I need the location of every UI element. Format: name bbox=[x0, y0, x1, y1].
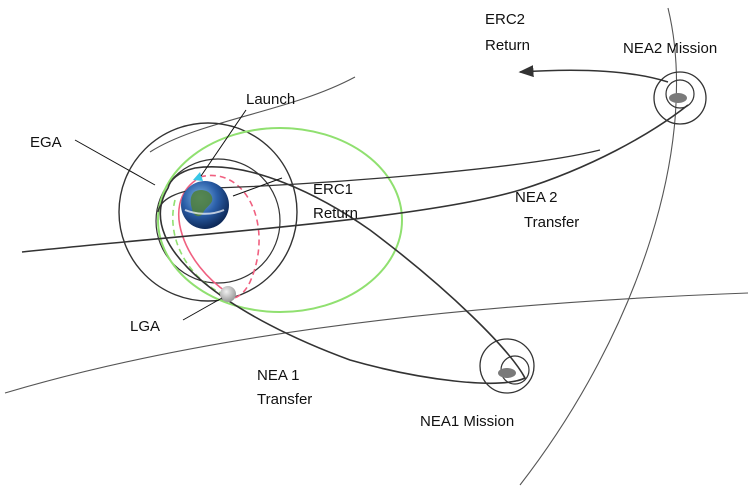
lga-leader-line bbox=[182, 297, 223, 321]
nea1-asteroid bbox=[498, 368, 516, 378]
nea1-transfer-label-line1: NEA 1 bbox=[257, 367, 300, 384]
erc1-return-label-line1: ERC1 bbox=[313, 181, 353, 198]
launch-marker bbox=[193, 172, 203, 181]
erc1-leader-line bbox=[232, 177, 283, 197]
ega-label: EGA bbox=[30, 134, 62, 151]
nea1-mission-label: NEA1 Mission bbox=[420, 413, 514, 430]
earth-orbit-large bbox=[118, 122, 298, 302]
erc1-return-orbit bbox=[157, 127, 403, 313]
nea2-mission-ring-outer bbox=[653, 71, 707, 125]
nea1-transfer-label-line2: Transfer bbox=[257, 391, 312, 408]
lga-label: LGA bbox=[130, 318, 160, 335]
erc2-return-label-line2: Return bbox=[485, 37, 530, 54]
earth-clouds bbox=[184, 209, 225, 215]
nea2-transfer-inner bbox=[157, 149, 601, 213]
nea1-mission-ring-outer bbox=[479, 338, 535, 394]
nea2-mission-label: NEA2 Mission bbox=[623, 40, 717, 57]
orbit-arc-lower bbox=[4, 292, 749, 394]
ega-leader-line bbox=[74, 139, 156, 186]
orbit-arc-right bbox=[519, 7, 678, 486]
erc1-return-label-line2: Return bbox=[313, 205, 358, 222]
moon bbox=[220, 286, 236, 302]
launch-label: Launch bbox=[246, 91, 295, 108]
erc2-return-arrow bbox=[518, 65, 669, 83]
earth-landmass bbox=[190, 189, 213, 217]
nea2-transfer-label-line2: Transfer bbox=[524, 214, 579, 231]
nea2-transfer-trajectory bbox=[21, 104, 689, 253]
launch-leader-line bbox=[200, 109, 247, 177]
nea2-asteroid bbox=[669, 93, 687, 103]
nea2-transfer-label-line1: NEA 2 bbox=[515, 189, 558, 206]
nea1-transfer-trajectory bbox=[159, 166, 527, 384]
earth-orbit-small bbox=[155, 158, 281, 284]
nea2-mission-ring-inner bbox=[665, 79, 695, 109]
erc2-return-label-line1: ERC2 bbox=[485, 11, 525, 28]
orbit-arc-upper-left bbox=[149, 76, 356, 153]
lunar-transfer-green-dashed bbox=[172, 199, 226, 296]
lunar-transfer-solid bbox=[178, 179, 229, 294]
